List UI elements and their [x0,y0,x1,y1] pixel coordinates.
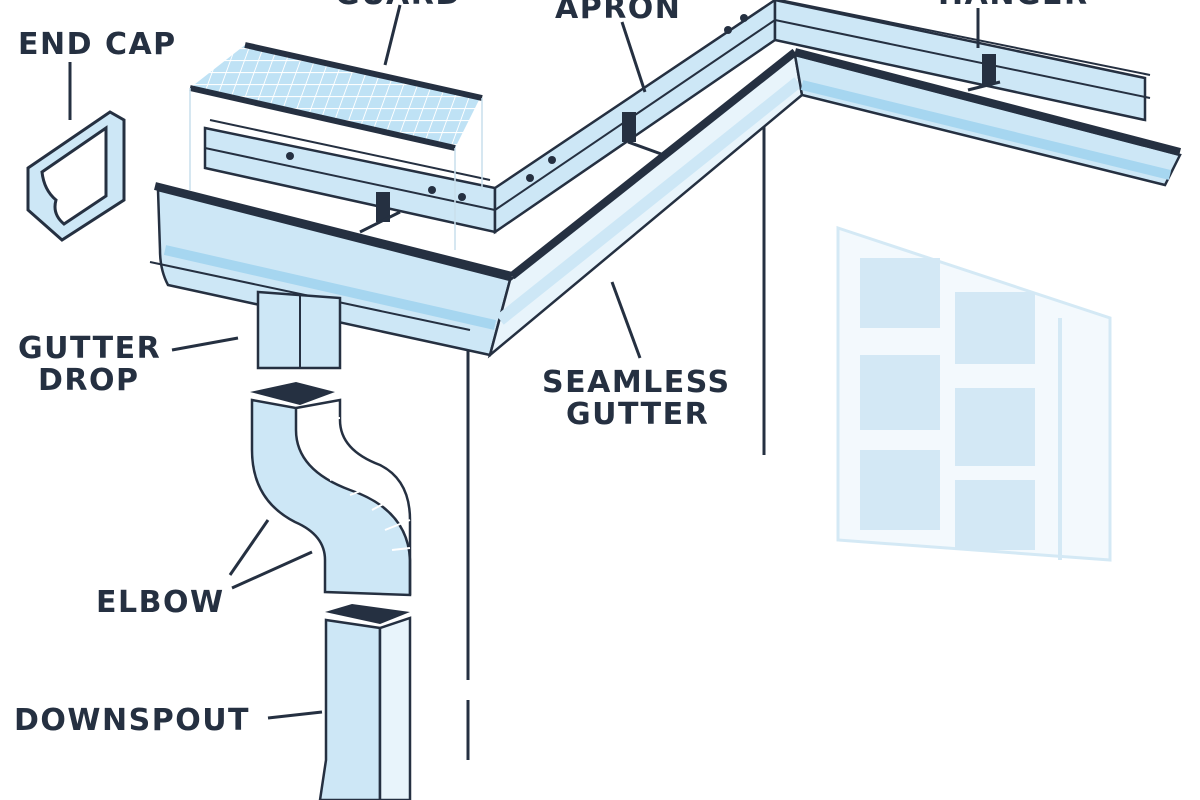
hangers [359,54,1001,234]
label-elbow: ELBOW [96,585,225,620]
house-wall [465,120,766,760]
label-hanger: HANGER [938,0,1089,12]
leader-gutter-drop [171,336,239,352]
leader-downspout [267,710,323,720]
label-end-cap: END CAP [18,27,177,62]
label-downspout: DOWNSPOUT [14,703,250,738]
label-guard: GUARD [335,0,462,12]
leader-lines [68,4,980,720]
label-seamless-gutter-line2: GUTTER [566,397,709,432]
gutter-drop [256,290,342,370]
leader-elbow-lower [231,550,313,590]
label-seamless-gutter-line1: SEAMLESS [542,365,731,400]
elbow [250,382,412,597]
label-gutter-drop-line1: GUTTER [18,331,161,366]
label-apron: APRON [555,0,681,26]
leader-guard [383,4,402,66]
label-gutter-drop-line2: DROP [38,363,140,398]
leader-elbow-upper [228,519,270,576]
leader-apron [620,21,647,93]
apron [203,0,1151,235]
gutter-guard [189,42,483,250]
house-window [836,225,1112,562]
leader-seamless-gutter [610,281,642,359]
downspout [318,604,412,800]
seamless-gutter [149,48,1182,359]
end-cap [26,110,126,242]
labels: END CAP GUARD APRON HANGER GUTTER DROP S… [14,0,1089,738]
